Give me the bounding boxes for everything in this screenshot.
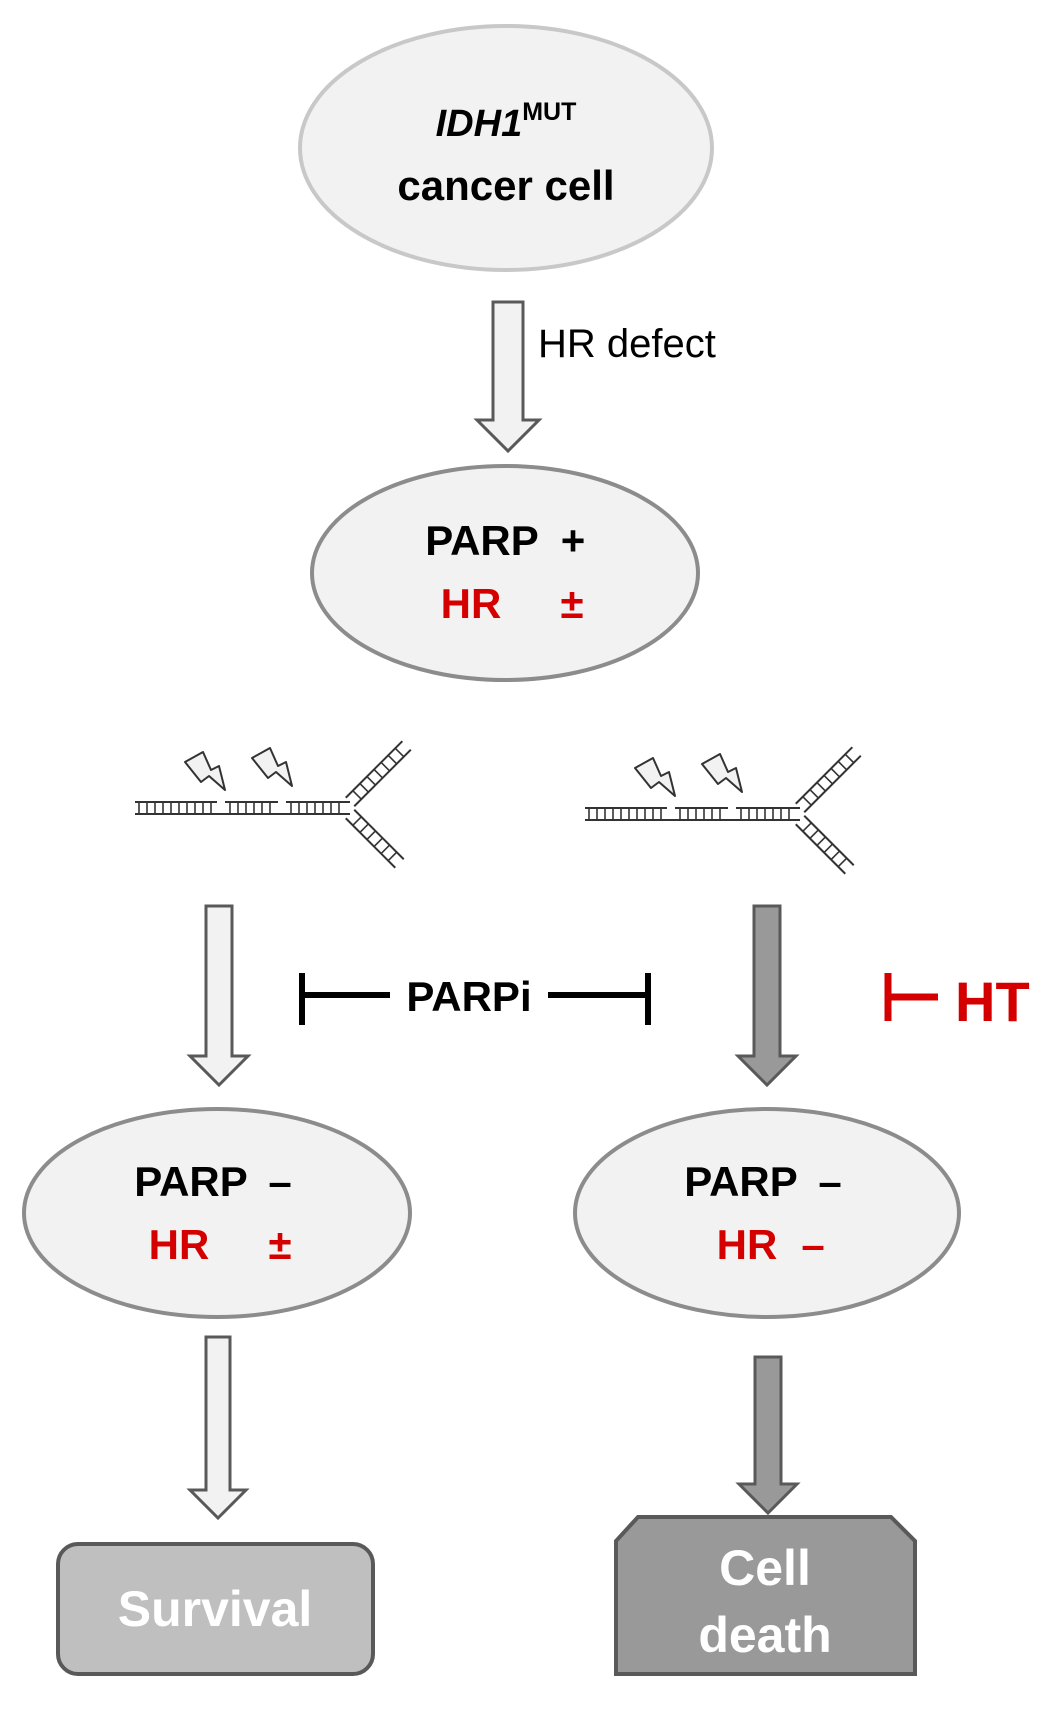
cancer-cell-label: cancer cell	[397, 162, 614, 209]
dna-damage-fork-right	[584, 746, 862, 875]
parp-sign: –	[818, 1158, 841, 1205]
parp-minus-hr-partial-node: PARP – HR ±	[22, 1107, 412, 1319]
hr-defect-arrow	[473, 300, 543, 454]
ht-inhibitor: HT	[884, 970, 1030, 1033]
cell-death-arrow	[735, 1355, 801, 1516]
parp-minus-hr-minus-node: PARP – HR –	[573, 1107, 961, 1319]
hr-sign: –	[801, 1221, 824, 1268]
survival-outcome-box: Survival	[56, 1542, 375, 1676]
parp-label: PARP	[684, 1158, 798, 1205]
hr-label: HR	[149, 1221, 210, 1268]
parp-label: PARP	[425, 517, 539, 564]
hr-sign: ±	[560, 580, 583, 627]
gene-name: IDH1	[436, 103, 523, 145]
idh1-cancer-cell-node: IDH1MUT cancer cell	[298, 24, 714, 272]
dna-damage-fork-left	[134, 740, 412, 869]
right-branch-arrow	[734, 904, 800, 1088]
survival-arrow	[186, 1335, 250, 1521]
gene-superscript: MUT	[522, 98, 576, 126]
cell-death-line1: Cell	[719, 1540, 811, 1596]
parp-label: PARP	[134, 1158, 248, 1205]
parpi-label: PARPi	[406, 973, 531, 1020]
hr-label: HR	[717, 1221, 778, 1268]
left-branch-arrow	[186, 904, 252, 1088]
parpi-inhibitor: PARPi	[299, 973, 651, 1025]
svg-text:IDH1MUT: IDH1MUT	[436, 98, 577, 145]
cell-death-line2: death	[698, 1607, 831, 1663]
hr-defect-label: HR defect	[538, 322, 716, 366]
hr-label: HR	[441, 580, 502, 627]
hr-sign: ±	[268, 1221, 291, 1268]
parp-sign: +	[561, 517, 586, 564]
cell-death-outcome-box: Cell death	[614, 1515, 917, 1676]
survival-label: Survival	[118, 1581, 313, 1637]
parp-plus-node: PARP + HR ±	[310, 464, 700, 682]
ht-label: HT	[955, 970, 1030, 1033]
parp-sign: –	[268, 1158, 291, 1205]
